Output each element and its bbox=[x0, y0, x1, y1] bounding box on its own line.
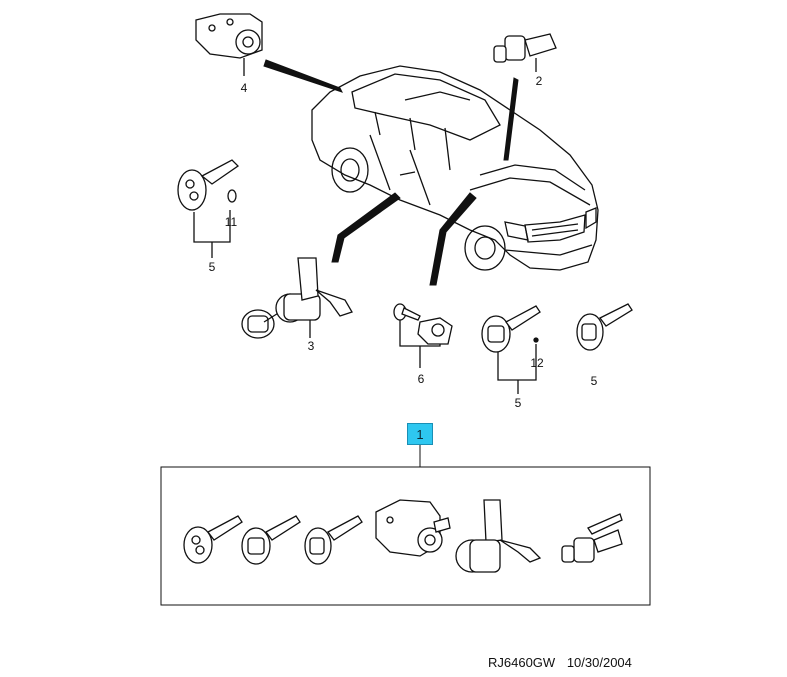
callout-12: 12 bbox=[530, 356, 544, 370]
drawing-footer: RJ6460GW 10/30/2004 bbox=[488, 655, 640, 670]
callout-1-highlight[interactable]: 1 bbox=[407, 423, 433, 445]
callout-5-left: 5 bbox=[208, 260, 216, 274]
callout-11: 11 bbox=[224, 215, 238, 229]
part-3-door-lock bbox=[241, 257, 353, 339]
kit-key-2 bbox=[241, 515, 301, 565]
callout-5-mid: 5 bbox=[514, 396, 522, 410]
callout-6: 6 bbox=[417, 372, 425, 386]
part-6-lock-set bbox=[393, 303, 453, 368]
kit-box bbox=[160, 445, 651, 606]
car-illustration bbox=[311, 65, 599, 271]
drawing-date: 10/30/2004 bbox=[566, 655, 632, 670]
part-2-ignition-cylinder bbox=[493, 33, 557, 72]
leader-lines bbox=[263, 59, 519, 286]
callout-3: 3 bbox=[307, 339, 315, 353]
kit-door-lock bbox=[455, 499, 542, 573]
callout-4: 4 bbox=[240, 81, 248, 95]
kit-key-remote bbox=[183, 515, 243, 564]
kit-trunk-lock bbox=[375, 499, 451, 557]
callout-2: 2 bbox=[535, 74, 543, 88]
kit-key-3 bbox=[304, 515, 363, 565]
part-5-key-remote bbox=[177, 159, 240, 258]
part-5-key-plain bbox=[576, 303, 633, 351]
part-5-key-12 bbox=[481, 305, 541, 394]
callout-5-right: 5 bbox=[590, 374, 598, 388]
drawing-code: RJ6460GW bbox=[488, 655, 556, 670]
part-4-trunk-lock bbox=[195, 13, 263, 76]
kit-ignition bbox=[561, 513, 623, 563]
